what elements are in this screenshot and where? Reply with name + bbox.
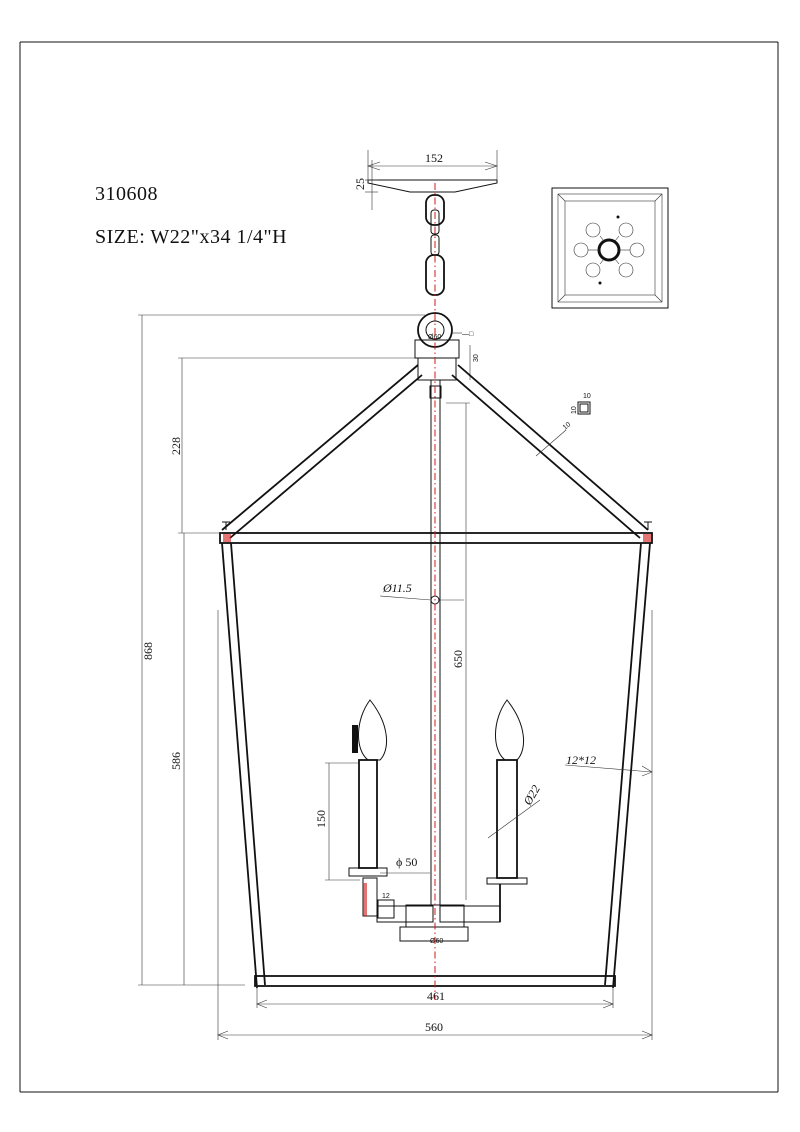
- canopy-width-label: 152: [425, 151, 443, 165]
- frame-profile-callout: 12*12: [564, 753, 653, 777]
- detail-a-label: 10: [583, 393, 591, 400]
- chain: Ø60 —□: [417, 194, 474, 348]
- overall-height-label: 868: [141, 642, 155, 660]
- canopy-height-label: 25: [353, 178, 367, 190]
- top-view-detail: [551, 187, 669, 309]
- overall-height-dimension: 868: [138, 314, 425, 986]
- lower-section-dimension: 586: [169, 533, 185, 985]
- top-hub: 30: [414, 339, 480, 381]
- cup-diameter-label: ϕ 50: [396, 855, 417, 869]
- body-small-label: 30: [473, 354, 480, 362]
- detail-b-label: 10: [571, 406, 578, 414]
- upper-section-label: 228: [169, 437, 183, 455]
- hub-diameter-label: Ø60: [430, 938, 443, 945]
- rod-length-label: 650: [451, 650, 465, 668]
- rod-length-dimension: 650: [446, 402, 470, 900]
- lower-section-label: 586: [169, 752, 183, 770]
- bottom-width-dimension: 461: [256, 985, 614, 1009]
- bottom-width-label: 461: [427, 989, 445, 1003]
- center-rod: Ø11.5: [379, 380, 464, 905]
- candle-dimensions: 150 ϕ 50 Ø22: [314, 762, 543, 881]
- candle-diameter-label: Ø22: [520, 783, 543, 809]
- top-width-dimension: 560: [217, 610, 653, 1040]
- arm-profile-detail: 10 10 10: [535, 393, 591, 457]
- frame-profile-label: 12*12: [566, 753, 596, 767]
- hook-label: —□: [462, 331, 474, 338]
- rod-diameter-label: Ø11.5: [382, 581, 412, 595]
- upper-section-dimension: 228: [169, 357, 415, 534]
- arm-small-label: 12: [382, 893, 390, 900]
- loop-label: Ø60: [428, 334, 441, 341]
- arm-profile-label: 10: [562, 421, 573, 431]
- candle-cluster: Ø60 12: [348, 699, 528, 945]
- model-number: 310608: [95, 183, 158, 205]
- lantern-frame: [219, 521, 653, 989]
- candle-height-label: 150: [314, 810, 328, 828]
- drawing-border: [19, 41, 779, 1093]
- size-spec: SIZE: W22"x34 1/4"H: [95, 226, 287, 248]
- canopy: 152 25: [353, 150, 498, 210]
- top-arms: [221, 364, 649, 539]
- top-width-label: 560: [425, 1020, 443, 1034]
